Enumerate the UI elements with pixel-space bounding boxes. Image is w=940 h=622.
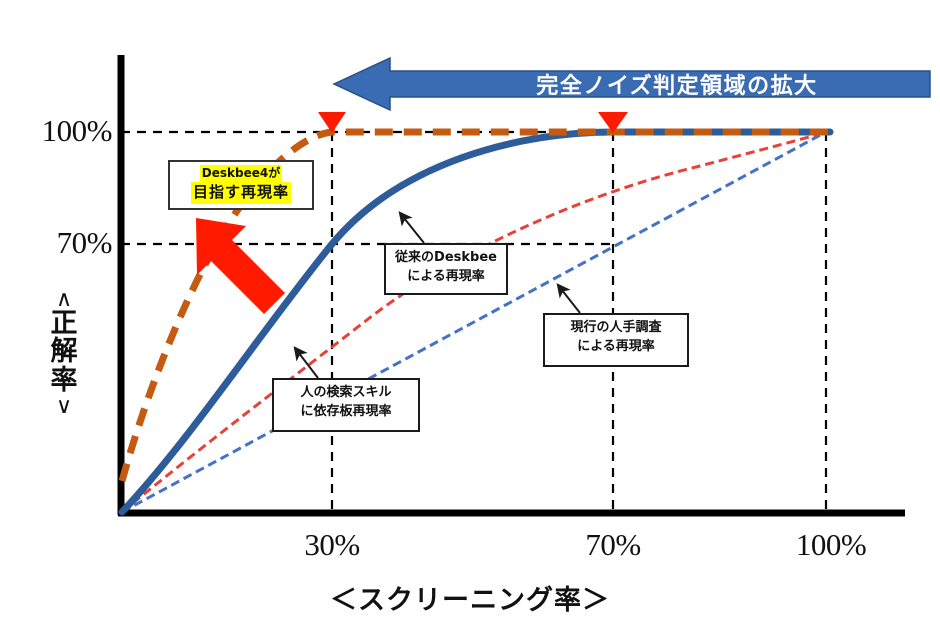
y-axis-open-chevron: ∧: [55, 286, 73, 311]
callout-manual-line2: による再現率: [577, 338, 655, 354]
noise-region-banner-arrow: [332, 56, 931, 112]
x-axis-title: ＜スクリーニング率＞: [330, 585, 610, 616]
marker-triangle-30: [318, 112, 346, 133]
callout-legacy-line1: 従来のDeskbee: [395, 250, 497, 265]
series-manual-survey: [121, 130, 827, 514]
callout-human-line1: 人の検索スキル: [300, 385, 392, 400]
callout-deskbee4-target: Deskbee4が 目指す再現率: [168, 160, 314, 210]
x-tick-label-30: 30%: [304, 527, 360, 562]
series-legacy-deskbee: [118, 128, 834, 516]
callout-legacy-deskbee: 従来のDeskbee による再現率: [384, 243, 508, 295]
y-tick-label-70: 70%: [56, 225, 113, 260]
y-axis-close-chevron: ∨: [55, 393, 73, 419]
callout-manual-line1: 現行の人手調査: [570, 320, 662, 335]
callout-deskbee4-line1: Deskbee4が: [176, 165, 306, 183]
callout-deskbee4-line2: 目指す再現率: [176, 182, 306, 205]
y-axis-char-3: 率: [50, 364, 78, 396]
callout-leader-lines: [293, 211, 581, 379]
callout-legacy-line2: による再現率: [407, 268, 485, 284]
x-tick-label-70: 70%: [585, 527, 641, 562]
callout-human-line2: に依存板再現率: [300, 403, 392, 419]
callout-human-skill: 人の検索スキル に依存板再現率: [272, 378, 420, 432]
y-axis-char-2: 解: [50, 336, 78, 368]
callout-manual-survey: 現行の人手調査 による再現率: [543, 313, 689, 367]
y-axis-title: ∧ 正 解 率 ∨: [40, 288, 88, 417]
y-tick-label-100: 100%: [41, 113, 113, 148]
banner-arrow-container: 完全ノイズ判定領域の拡大: [334, 58, 930, 110]
y-axis-char-1: 正: [50, 308, 78, 339]
banner-label: 完全ノイズ判定領域の拡大: [536, 74, 818, 99]
x-tick-label-100: 100%: [795, 527, 867, 562]
marker-triangle-70: [598, 112, 628, 133]
emphasis-red-arrow: [196, 218, 285, 314]
